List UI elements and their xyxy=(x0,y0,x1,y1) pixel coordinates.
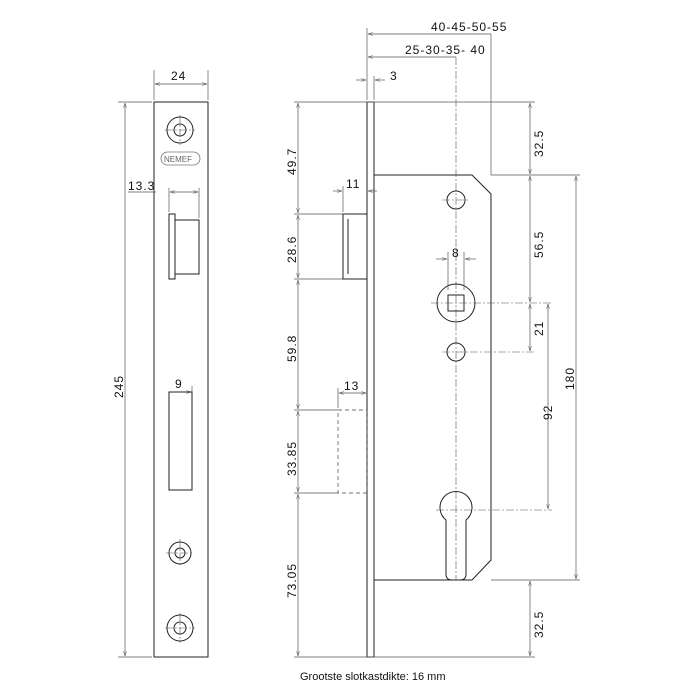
width-label: 24 xyxy=(171,69,186,83)
dim-28-6: 28.6 xyxy=(285,236,299,263)
screw-hole-middle xyxy=(166,539,194,567)
lower-hole xyxy=(442,342,535,362)
dim-49-7: 49.7 xyxy=(285,148,299,175)
plate-thickness-label: 3 xyxy=(390,69,398,83)
caption: Grootste slotkastdikte: 16 mm xyxy=(300,671,446,683)
dim-180: 180 xyxy=(563,367,577,390)
screw-hole-bottom xyxy=(165,613,195,643)
height-label: 245 xyxy=(112,375,126,398)
bolt-width-label: 9 xyxy=(175,377,183,391)
spindle-label: 8 xyxy=(452,246,460,260)
spindle-hub: 8 xyxy=(431,246,552,323)
dim-59-8: 59.8 xyxy=(285,335,299,362)
dim-73-05: 73.05 xyxy=(285,563,299,598)
dim-92: 92 xyxy=(541,405,555,420)
latch-offset-label: 13.3 xyxy=(128,179,155,193)
cylinder-hole xyxy=(436,491,552,581)
lock-case xyxy=(374,174,492,581)
screw-hole-top xyxy=(165,115,195,145)
bolt-projection-label: 13 xyxy=(344,379,359,393)
dim-bottom-32-5: 32.5 xyxy=(532,611,546,638)
logo-text: NEMEF xyxy=(164,155,192,164)
faceplate-side xyxy=(366,101,375,658)
latch-front xyxy=(168,213,200,280)
upper-hole xyxy=(442,190,470,210)
latch-projection-label: 11 xyxy=(346,177,360,191)
dim-33-85: 33.85 xyxy=(285,441,299,476)
backset-inner-label: 25-30-35- 40 xyxy=(405,43,486,57)
dim-56-5: 56.5 xyxy=(532,231,546,258)
deadbolt-side xyxy=(337,409,368,494)
side-view: 40-45-50-55 25-30-35- 40 3 49.7 28.6 59.… xyxy=(285,20,580,658)
dim-21: 21 xyxy=(532,321,546,336)
front-plate: 24 245 NEMEF 13.3 9 xyxy=(112,69,209,658)
nemef-logo: NEMEF xyxy=(160,151,201,166)
backset-label: 40-45-50-55 xyxy=(431,20,507,34)
deadbolt-slot xyxy=(168,391,193,491)
dim-top-32-5: 32.5 xyxy=(532,130,546,157)
latch-side xyxy=(342,213,368,280)
